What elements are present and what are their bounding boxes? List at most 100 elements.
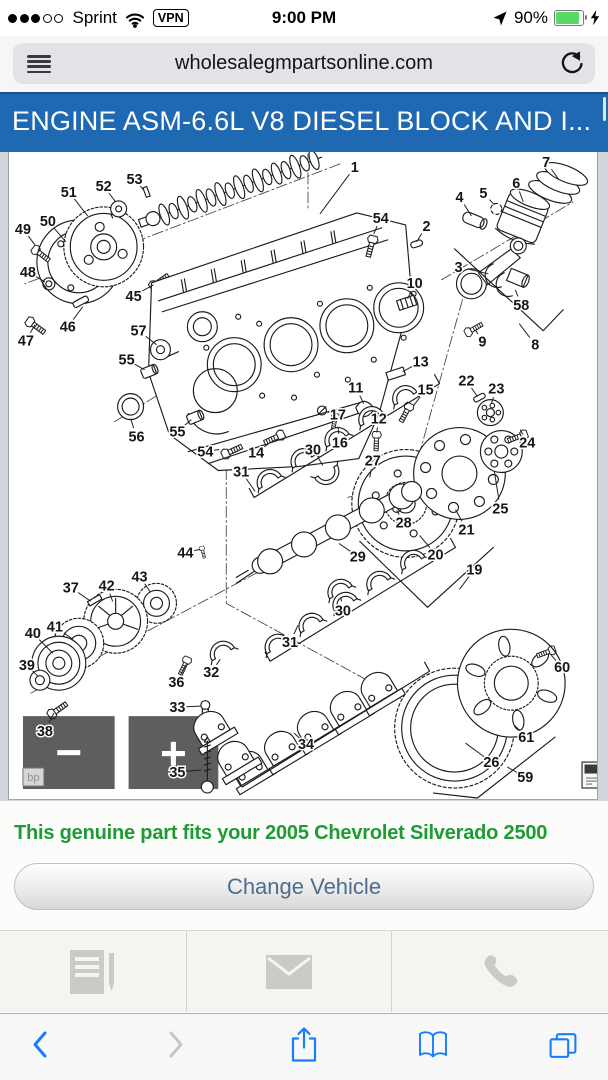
phone-icon: [484, 954, 518, 987]
part-number-label: 28: [396, 515, 412, 531]
share-button[interactable]: [286, 1026, 322, 1069]
carrier-label: Sprint: [72, 8, 117, 27]
part-number-label: 30: [305, 443, 321, 459]
status-bar: Sprint VPN 9:00 PM 90%: [0, 0, 608, 36]
fitment-message: This genuine part fits your 2005 Chevrol…: [14, 822, 548, 844]
zoom-in-glyph: +: [160, 727, 187, 779]
signal-strength-icon: [8, 13, 66, 23]
part-number-label: 8: [531, 338, 539, 354]
address-bar[interactable]: wholesalegmpartsonline.com: [13, 43, 595, 84]
refresh-icon[interactable]: [557, 50, 585, 78]
part-number-label: 17: [330, 408, 346, 424]
scroll-indicator: [603, 97, 606, 121]
part-number-label: 16: [332, 436, 348, 452]
bookmarks-button[interactable]: [415, 1028, 451, 1067]
part-number-label: 13: [413, 355, 429, 371]
envelope-icon: [266, 954, 312, 989]
part-number-label: 43: [132, 569, 148, 585]
part-number-label: 20: [428, 547, 444, 563]
parts-diagram: − + bp: [13, 152, 597, 799]
charging-bolt-icon: [590, 10, 600, 26]
contact-form-button[interactable]: [0, 931, 187, 1012]
part-number-label: 39: [19, 658, 35, 674]
part-number-label: 34: [298, 737, 314, 753]
part-number-label: 21: [458, 522, 474, 538]
part-number-label: 55: [119, 353, 135, 369]
url-text[interactable]: wholesalegmpartsonline.com: [175, 52, 433, 74]
battery-icon: [554, 10, 587, 26]
part-number-label: 59: [517, 770, 533, 786]
part-number-label: 9: [478, 335, 486, 351]
safari-toolbar: [0, 1013, 608, 1080]
part-number-label: 33: [169, 700, 185, 716]
part-number-label: 31: [282, 635, 298, 651]
part-number-label: 38: [37, 724, 53, 740]
part-number-label: 22: [458, 374, 474, 390]
vpn-badge: VPN: [152, 9, 189, 27]
part-number-label: 25: [492, 501, 508, 517]
site-toolbar: [0, 930, 608, 1012]
page-title: ENGINE ASM-6.6L V8 DIESEL BLOCK AND I...: [12, 106, 592, 136]
part-number-label: 46: [60, 320, 76, 336]
part-number-label: 51: [61, 185, 77, 201]
part-number-label: 47: [18, 334, 34, 350]
tabs-button[interactable]: [546, 1029, 580, 1065]
battery-percent-label: 90%: [513, 8, 548, 27]
part-number-label: 4: [455, 190, 463, 206]
part-number-label: 12: [371, 412, 387, 428]
part-number-label: 42: [99, 578, 115, 594]
fitment-section: This genuine part fits your 2005 Chevrol…: [0, 801, 608, 930]
location-arrow-icon: [493, 11, 507, 26]
part-number-label: 45: [126, 289, 142, 305]
part-number-label: 11: [348, 381, 363, 397]
part-number-label: 15: [418, 383, 434, 399]
part-number-label: 41: [47, 619, 63, 635]
part-number-label: 37: [63, 580, 79, 596]
part-number-label: 44: [177, 545, 193, 561]
part-number-label: 27: [365, 454, 381, 470]
part-number-label: 55: [169, 425, 185, 441]
content-area: − + bp: [0, 152, 608, 801]
part-number-label: 36: [168, 675, 184, 691]
part-number-label: 10: [407, 276, 423, 292]
bp-badge: bp: [22, 767, 45, 787]
part-number-label: 60: [554, 660, 570, 676]
part-number-label: 24: [519, 436, 535, 452]
part-number-label: 54: [197, 445, 213, 461]
part-number-label: 7: [542, 155, 550, 171]
bp-label: bp: [27, 772, 39, 784]
part-number-label: 52: [96, 179, 112, 195]
part-number-label: 31: [233, 464, 249, 480]
back-button[interactable]: [28, 1029, 52, 1065]
change-vehicle-button[interactable]: Change Vehicle: [14, 863, 594, 910]
part-number-label: 56: [129, 430, 145, 446]
part-number-label: 57: [131, 324, 147, 340]
part-number-label: 1: [351, 160, 359, 176]
print-icon: [581, 761, 597, 789]
part-number-label: 50: [40, 214, 56, 230]
part-number-label: 6: [512, 176, 520, 192]
part-number-label: 3: [454, 260, 462, 276]
part-number-label: 49: [15, 222, 31, 238]
part-number-label: 29: [350, 549, 366, 565]
part-number-label: 61: [518, 730, 534, 746]
forward-button[interactable]: [164, 1029, 188, 1065]
part-number-label: 58: [513, 298, 529, 314]
part-number-label: 23: [488, 382, 504, 398]
phone-button[interactable]: [392, 931, 608, 1012]
part-number-label: 5: [479, 186, 487, 202]
part-number-label: 48: [20, 265, 36, 281]
part-number-label: 35: [169, 765, 185, 781]
part-number-label: 32: [203, 665, 219, 681]
part-number-label: 19: [466, 562, 482, 578]
reader-mode-icon[interactable]: [27, 55, 51, 74]
part-number-label: 40: [25, 626, 41, 642]
part-number-label: 14: [248, 446, 264, 462]
part-number-label: 30: [335, 603, 351, 619]
part-number-label: 2: [423, 219, 431, 235]
email-button[interactable]: [187, 931, 392, 1012]
clock: 9:00 PM: [271, 8, 337, 27]
document-pen-icon: [70, 949, 114, 994]
part-number-label: 26: [483, 755, 499, 771]
